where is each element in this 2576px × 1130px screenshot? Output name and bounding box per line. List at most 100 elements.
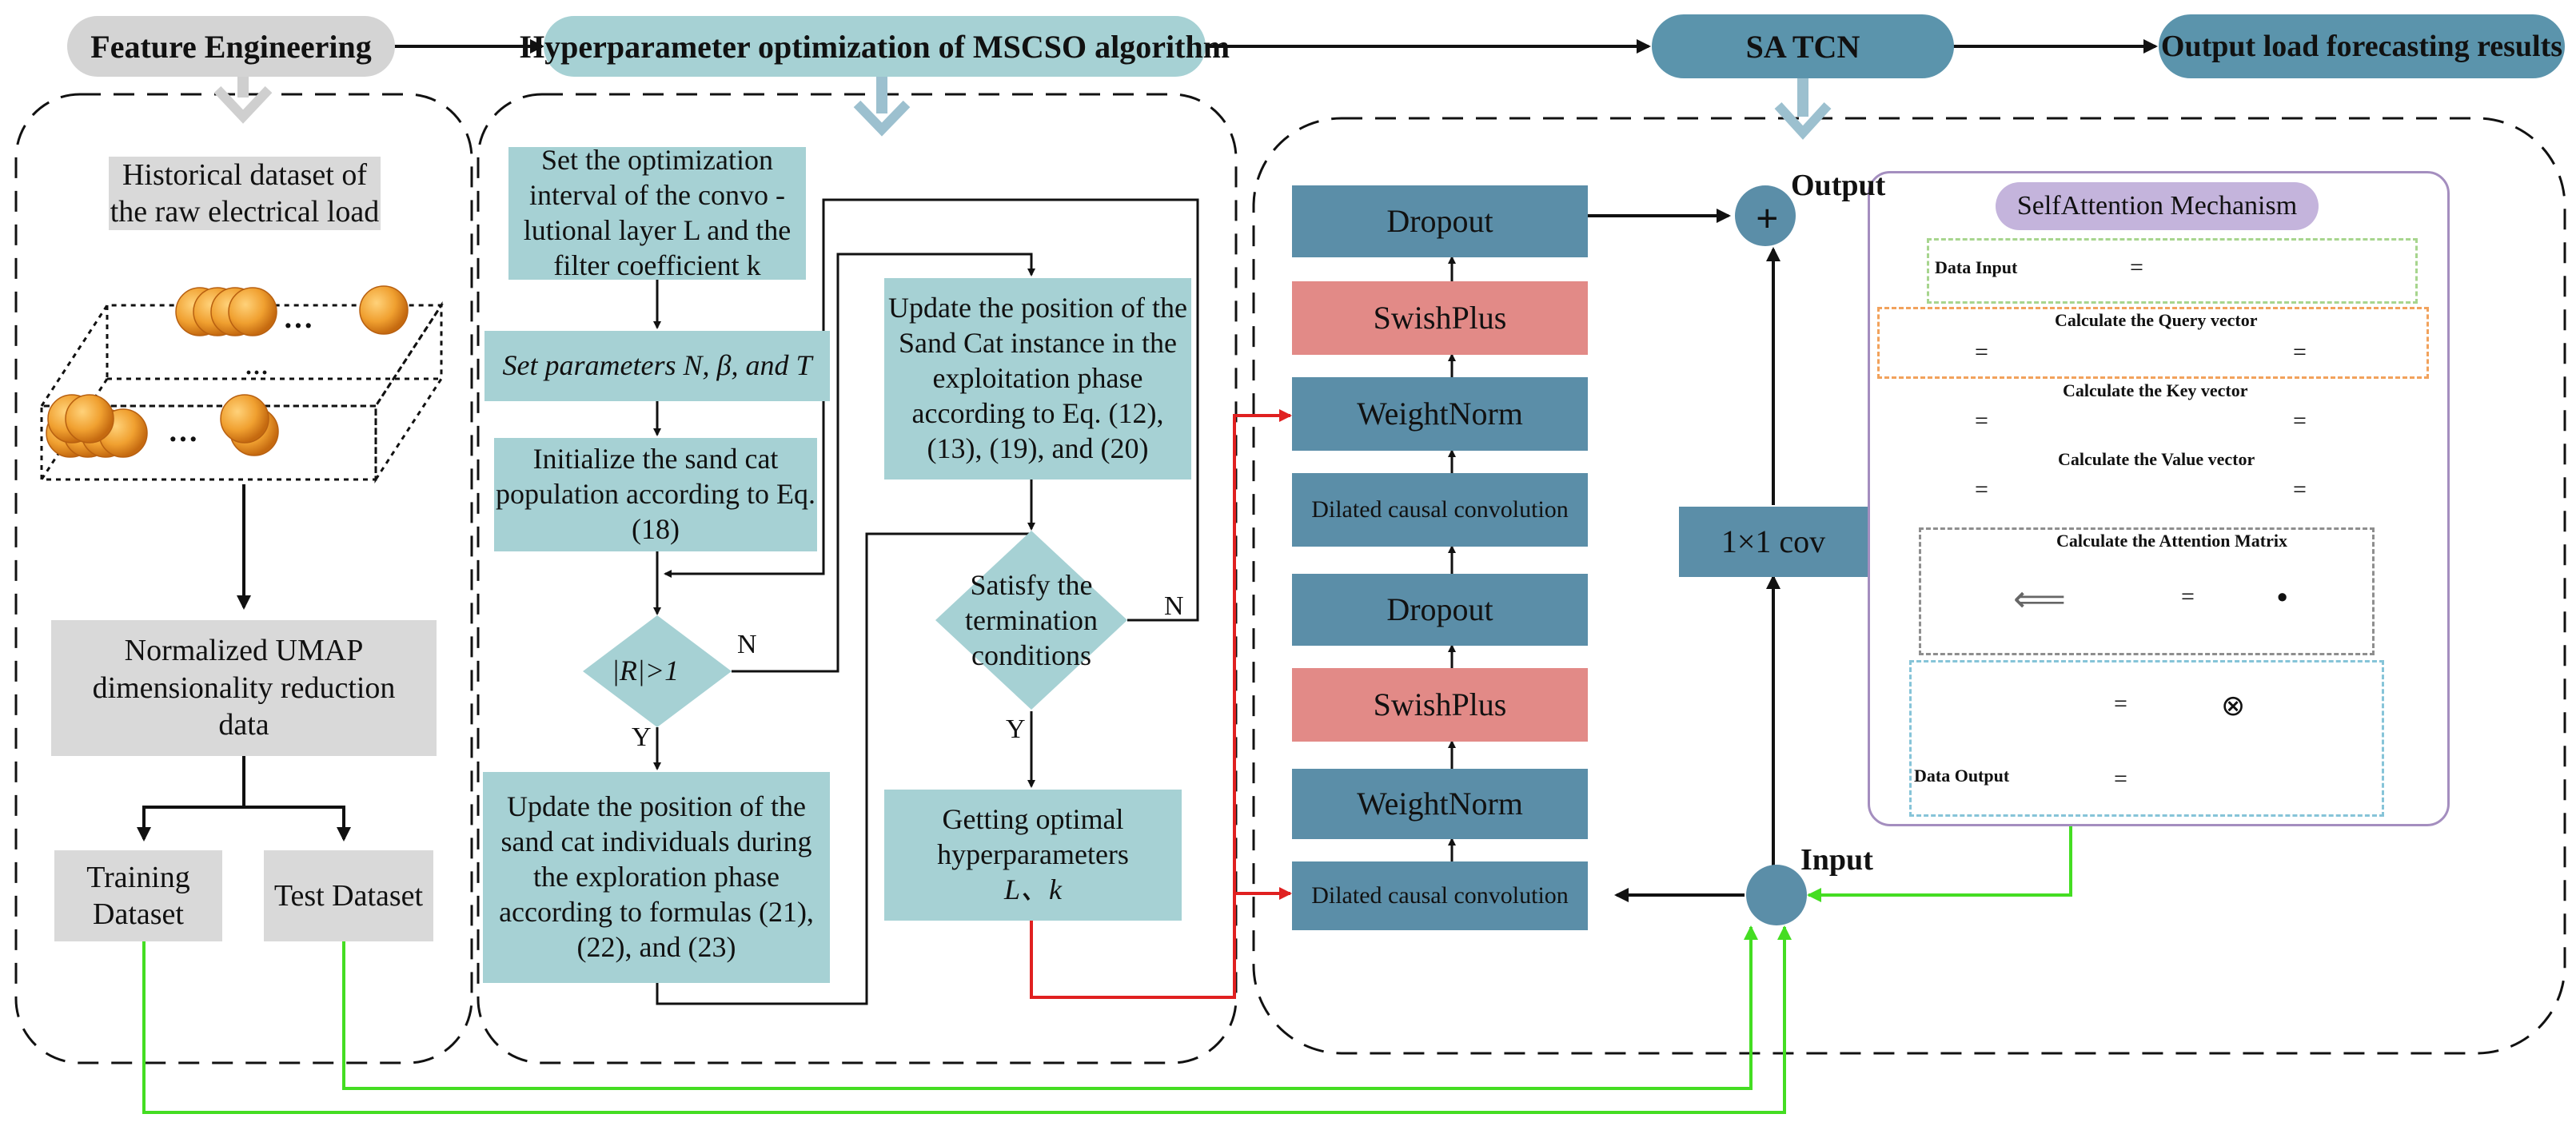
data-sphere: [193, 287, 242, 336]
test-dataset-text: Test Dataset: [273, 878, 424, 913]
exploitation-update-text: Update the position of the Sand Cat inst…: [888, 292, 1187, 464]
hyperparameter-pill: Hyperparameter optimization of MSCSO alg…: [520, 16, 1230, 77]
data-sphere: [175, 287, 225, 336]
attention-matrix-title: Calculate the Attention Matrix: [2056, 531, 2287, 551]
data-sphere: [228, 287, 277, 336]
tcn-swishplus-top-text: SwishPlus: [1373, 299, 1507, 336]
output-results-label: Output load forecasting results: [2160, 30, 2563, 63]
tcn-dropout-top: Dropout: [1292, 185, 1588, 257]
exploration-update-box: Update the position of the sand cat indi…: [483, 772, 830, 983]
decision-r-no: N: [737, 630, 757, 659]
self-attention-title: SelfAttention Mechanism: [1996, 182, 2319, 230]
termination-text-box: Satisfy the termination conditions: [951, 569, 1111, 671]
data-input-label: Data Input: [1935, 257, 2018, 277]
termination-text: Satisfy the termination conditions: [965, 569, 1098, 671]
value-eq: =: [1975, 476, 1988, 503]
termination-yes: Y: [1006, 714, 1026, 744]
output-label: Output: [1791, 169, 1886, 202]
set-parameters-text: Set parameters N, β, and T: [502, 349, 812, 382]
self-attention-title-text: SelfAttention Mechanism: [2016, 191, 2298, 221]
tcn-dilated-bottom-text: Dilated causal convolution: [1311, 881, 1569, 909]
query-eq: =: [1975, 339, 1988, 365]
historical-dataset-text: Historical dataset of the raw electrical…: [110, 157, 380, 229]
data-sphere: [65, 394, 114, 444]
tcn-swishplus-bottom: SwishPlus: [1292, 668, 1588, 742]
data-sphere: [220, 394, 269, 444]
tcn-weightnorm-bottom: WeightNorm: [1292, 769, 1588, 839]
data-sphere: [98, 408, 148, 458]
sphere-ellipsis-mid: ···: [245, 360, 269, 386]
training-dataset-box: Training Dataset: [54, 850, 222, 941]
data-sphere: [359, 285, 409, 335]
data-sphere: [63, 408, 113, 458]
down-arrow-mscso: [853, 74, 911, 137]
conv-1x1-box: 1×1 cov: [1679, 507, 1868, 577]
tcn-weightnorm-top: WeightNorm: [1292, 377, 1588, 451]
feature-engineering-label: Feature Engineering: [90, 28, 372, 65]
normalized-umap-text: Normalized UMAP dimensionality reduction…: [92, 634, 396, 742]
test-dataset-box: Test Dataset: [264, 850, 433, 941]
training-dataset-text: Training Dataset: [86, 860, 190, 931]
query-eq-2: =: [2293, 339, 2307, 365]
tcn-dropout-top-text: Dropout: [1386, 202, 1493, 239]
tcn-swishplus-bottom-text: SwishPlus: [1373, 686, 1507, 722]
optimal-hyperparameters-lk: L、k: [1003, 873, 1062, 905]
value-eq-2: =: [2293, 476, 2307, 503]
attention-eq: =: [2181, 583, 2195, 610]
decision-r-text: |R|>1: [612, 655, 680, 686]
tcn-dropout-bottom-text: Dropout: [1386, 591, 1493, 627]
tcn-dilated-top: Dilated causal convolution: [1292, 473, 1588, 547]
sum-plus: +: [1756, 196, 1779, 241]
data-sphere: [81, 408, 130, 458]
sphere-ellipsis-bottom: ···: [168, 423, 199, 456]
down-arrow-feature: [213, 74, 273, 124]
down-arrow-tcn: [1774, 74, 1832, 140]
set-interval-text: Set the optimization interval of the con…: [523, 144, 792, 281]
output-eq: =: [2114, 690, 2127, 717]
feature-engineering-pill: Feature Engineering: [67, 16, 395, 77]
value-title: Calculate the Value vector: [2058, 449, 2255, 469]
tcn-swishplus-top: SwishPlus: [1292, 281, 1588, 355]
tcn-dropout-bottom: Dropout: [1292, 574, 1588, 646]
decision-r-yes: Y: [632, 722, 652, 752]
assign-arrow: ⟸: [2013, 579, 2066, 619]
exploration-update-text: Update the position of the sand cat indi…: [499, 790, 814, 963]
optimal-hyperparameters-box: Getting optimal hyperparameters L、k: [884, 790, 1182, 921]
query-title: Calculate the Query vector: [2055, 310, 2258, 330]
data-output-eq: =: [2114, 766, 2127, 792]
exploitation-update-box: Update the position of the Sand Cat inst…: [884, 278, 1191, 479]
data-spheres: [46, 285, 409, 458]
key-title: Calculate the Key vector: [2063, 380, 2248, 400]
data-sphere: [229, 407, 279, 456]
sa-tcn-pill: SA TCN: [1652, 14, 1954, 78]
tcn-dilated-top-text: Dilated causal convolution: [1311, 495, 1569, 523]
data-output-section: [1909, 660, 2384, 817]
data-output-label: Data Output: [1914, 766, 2010, 786]
input-node: [1746, 865, 1807, 925]
output-results-pill: Output load forecasting results: [2159, 14, 2565, 78]
initialize-population-text: Initialize the sand cat population accor…: [496, 443, 815, 545]
initialize-population-box: Initialize the sand cat population accor…: [494, 438, 817, 551]
data-sphere: [46, 408, 95, 458]
set-parameters-box: Set parameters N, β, and T: [484, 331, 830, 401]
conv-1x1-text: 1×1 cov: [1721, 523, 1826, 559]
normalized-umap-box: Normalized UMAP dimensionality reduction…: [51, 620, 437, 756]
sa-tcn-label: SA TCN: [1745, 28, 1860, 65]
tcn-weightnorm-bottom-text: WeightNorm: [1357, 785, 1523, 822]
termination-no: N: [1164, 591, 1184, 621]
key-eq: =: [1975, 408, 1988, 434]
data-sphere: [47, 394, 97, 444]
historical-dataset-box: Historical dataset of the raw electrical…: [109, 157, 381, 230]
set-interval-box: Set the optimization interval of the con…: [508, 144, 806, 281]
key-eq-2: =: [2293, 408, 2307, 434]
optimal-hyperparameters-text: Getting optimal hyperparameters: [937, 803, 1129, 871]
data-input-eq: =: [2130, 254, 2143, 281]
sphere-ellipsis-top: ···: [283, 309, 314, 343]
dot-operator: •: [2277, 581, 2288, 615]
tcn-weightnorm-top-text: WeightNorm: [1357, 395, 1523, 432]
input-label: Input: [1800, 843, 1873, 877]
hyperparameter-label: Hyperparameter optimization of MSCSO alg…: [519, 28, 1230, 65]
data-sphere: [210, 287, 260, 336]
tcn-dilated-bottom: Dilated causal convolution: [1292, 861, 1588, 930]
cross-operator: ⊗: [2221, 690, 2246, 722]
